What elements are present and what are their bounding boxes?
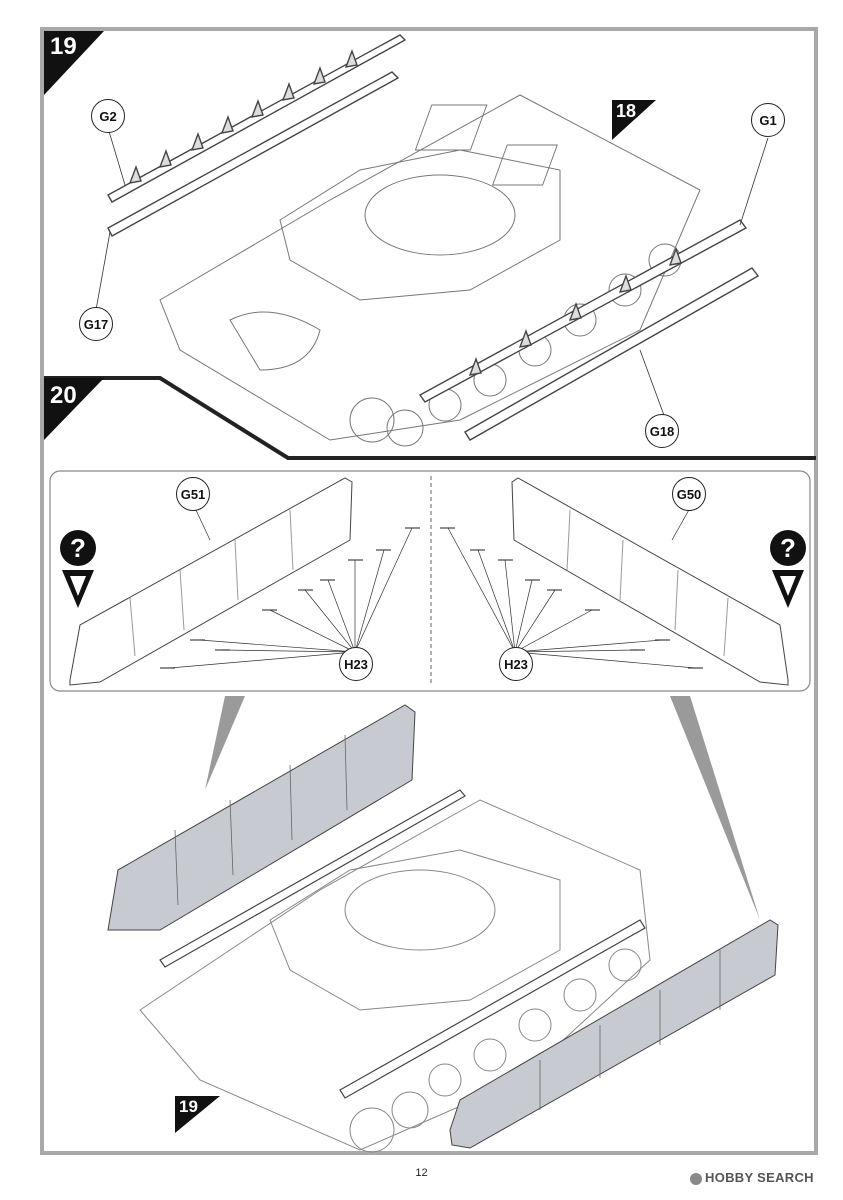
- leader-lines-step19: [95, 127, 769, 419]
- step-19-reference: 19: [179, 1097, 198, 1116]
- rail-g2: [107, 34, 407, 203]
- rail-g17: [107, 71, 400, 237]
- leader-lines-h23-right: [447, 507, 696, 669]
- question-mark-icon: ?: [770, 530, 806, 566]
- drop-down-triangle-icon: [772, 570, 804, 608]
- watermark: HOBBY SEARCH: [690, 1170, 814, 1185]
- attention-icon-left: ?: [60, 530, 100, 610]
- right-skirt-panel-lines: [539, 950, 721, 1110]
- part-label-h23-right: H23: [499, 647, 533, 681]
- rail-left-step20: [159, 789, 466, 968]
- page-frame: [40, 27, 818, 1155]
- side-skirt-right-assembly: [449, 919, 779, 1149]
- leader-lines-h23-left: [169, 507, 413, 669]
- step-18-reference: 18: [616, 101, 637, 121]
- attention-icon-right: ?: [770, 530, 810, 610]
- question-mark-icon: ?: [60, 530, 96, 566]
- watermark-logo-icon: [690, 1172, 702, 1185]
- part-label-g1: G1: [751, 103, 785, 137]
- step-19-number: 19: [50, 33, 77, 60]
- part-label-g51: G51: [176, 477, 210, 511]
- part-label-g17: G17: [79, 307, 113, 341]
- side-skirt-g50-detail: [440, 477, 789, 686]
- step-20-number: 20: [50, 382, 77, 409]
- part-label-h23-left: H23: [339, 647, 373, 681]
- drop-down-triangle-icon: [62, 570, 94, 608]
- side-skirt-g51-detail: [69, 477, 420, 686]
- tank-hull-step20: [139, 799, 651, 1153]
- rail-g1: [418, 219, 748, 403]
- part-label-g18: G18: [645, 414, 679, 448]
- side-skirt-left-assembly: [107, 704, 416, 931]
- part-label-g50: G50: [672, 477, 706, 511]
- rail-g18: [464, 267, 760, 441]
- watermark-text: HOBBY SEARCH: [705, 1170, 814, 1185]
- detail-box: [49, 470, 811, 692]
- rail-right-step20: [339, 919, 646, 1099]
- zoom-wedge-left: [205, 696, 245, 790]
- part-label-g2: G2: [91, 99, 125, 133]
- page-number: 12: [415, 1167, 428, 1179]
- zoom-wedge-right: [670, 696, 760, 920]
